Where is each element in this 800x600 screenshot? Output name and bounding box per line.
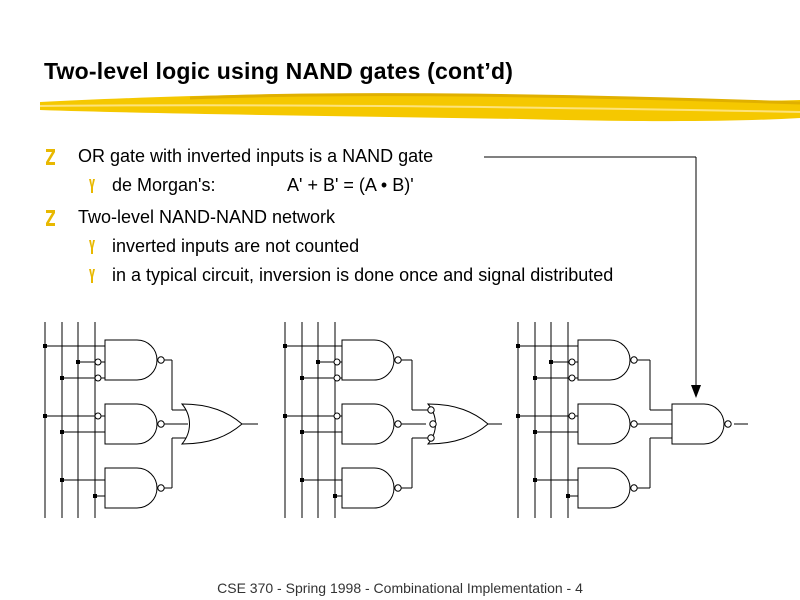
de-morgan-formula: A' + B' = (A • B)': [287, 175, 414, 195]
title-underline-swoosh: [40, 93, 800, 122]
sub-bullet-marker-icon: [89, 240, 95, 254]
sub-bullet-marker-icon: [89, 269, 95, 283]
bullet-text: OR gate with inverted inputs is a NAND g…: [78, 146, 434, 166]
sub-bullet-marker-icon: [89, 179, 95, 193]
sub-bullet-text: in a typical circuit, inversion is done …: [112, 265, 614, 285]
sub-bullet-text: inverted inputs are not counted: [112, 236, 360, 256]
circuit-nand-nand: [517, 322, 748, 518]
slide-title: Two-level logic using NAND gates (cont’d…: [44, 58, 514, 84]
bullet-marker-icon: [46, 210, 55, 226]
bullet-marker-icon: [46, 149, 55, 165]
arrow-head-icon: [691, 385, 701, 398]
circuit-nand-or-inverted: [284, 322, 502, 518]
slide-footer: CSE 370 - Spring 1998 - Combinational Im…: [217, 580, 583, 596]
sub-bullet-text: de Morgan's:: [112, 175, 216, 195]
bullet-text: Two-level NAND-NAND network: [78, 207, 336, 227]
